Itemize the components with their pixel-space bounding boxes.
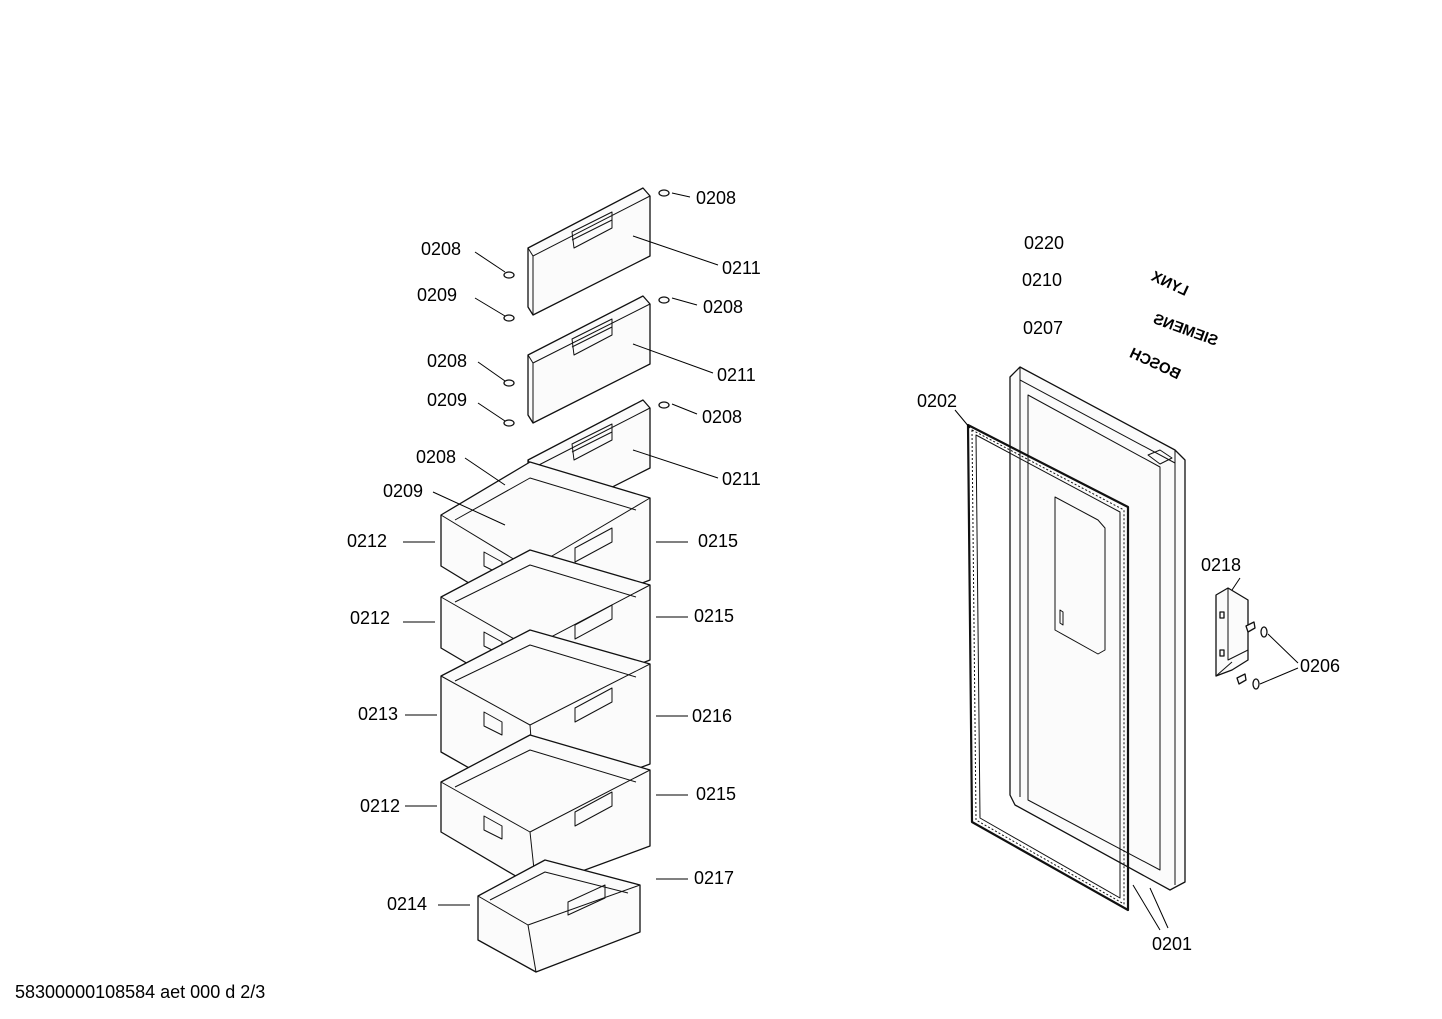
callout-0216: 0216 bbox=[692, 706, 732, 726]
leader-lines bbox=[403, 192, 1299, 931]
callout-0208: 0208 bbox=[427, 351, 467, 371]
callout-0202: 0202 bbox=[917, 391, 957, 411]
callout-0206: 0206 bbox=[1300, 656, 1340, 676]
drawer-4 bbox=[440, 734, 651, 889]
callout-0208: 0208 bbox=[416, 447, 456, 467]
callout-0218: 0218 bbox=[1201, 555, 1241, 575]
callout-0208: 0208 bbox=[702, 407, 742, 427]
drawing-id: 58300000108584 aet 000 d 2/3 bbox=[15, 982, 265, 1002]
callout-0213: 0213 bbox=[358, 704, 398, 724]
flap-2 bbox=[527, 295, 651, 424]
logo-siemens: SIEMENS bbox=[1151, 311, 1220, 350]
flap-1 bbox=[527, 187, 651, 316]
svg-text:SIEMENS: SIEMENS bbox=[1151, 311, 1220, 350]
drawer-5 bbox=[477, 859, 641, 973]
callout-0208: 0208 bbox=[703, 297, 743, 317]
callout-0211: 0211 bbox=[717, 365, 756, 385]
callout-labels: 0208 0208 0211 0209 0208 0208 0211 0209 … bbox=[347, 188, 1340, 954]
callout-0217: 0217 bbox=[694, 868, 734, 888]
callout-0208: 0208 bbox=[696, 188, 736, 208]
callout-0215: 0215 bbox=[694, 606, 734, 626]
callout-0208: 0208 bbox=[421, 239, 461, 259]
callout-0214: 0214 bbox=[387, 894, 427, 914]
callout-0209: 0209 bbox=[417, 285, 457, 305]
callout-0211: 0211 bbox=[722, 469, 761, 489]
callout-0209: 0209 bbox=[427, 390, 467, 410]
callout-0211: 0211 bbox=[722, 258, 761, 278]
callout-0207: 0207 bbox=[1023, 318, 1063, 338]
callout-0212: 0212 bbox=[350, 608, 390, 628]
callout-0212: 0212 bbox=[360, 796, 400, 816]
logo-lynx: LYNX bbox=[1149, 268, 1191, 300]
door-panel bbox=[1009, 366, 1186, 891]
door-gasket bbox=[966, 423, 1130, 912]
callout-0215: 0215 bbox=[698, 531, 738, 551]
svg-text:BOSCH: BOSCH bbox=[1127, 345, 1183, 383]
callout-0215: 0215 bbox=[696, 784, 736, 804]
callout-0209: 0209 bbox=[383, 481, 423, 501]
callout-0210: 0210 bbox=[1022, 270, 1062, 290]
callout-0201: 0201 bbox=[1152, 934, 1192, 954]
svg-text:LYNX: LYNX bbox=[1149, 268, 1191, 300]
logo-bosch: BOSCH bbox=[1127, 345, 1183, 383]
screws bbox=[1236, 621, 1268, 690]
hinge-bracket bbox=[1215, 587, 1249, 677]
callout-0220: 0220 bbox=[1024, 233, 1064, 253]
callout-0212: 0212 bbox=[347, 531, 387, 551]
